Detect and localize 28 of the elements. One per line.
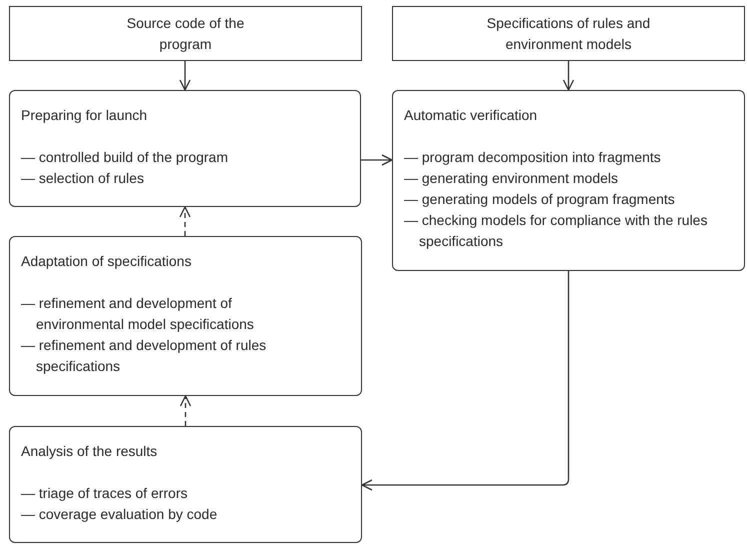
bullet-item: — controlled build of the program <box>21 148 229 167</box>
stage-title: Adaptation of specifications <box>21 252 192 271</box>
bullet-item: — coverage evaluation by code <box>21 505 218 524</box>
bullet-item: — refinement and development of environmental model specifications <box>21 294 255 334</box>
stage-title: Preparing for launch <box>21 106 148 125</box>
box-label: Source code of the program <box>126 14 246 54</box>
arrow <box>361 271 570 491</box>
stage-box <box>9 90 361 207</box>
stage-box <box>392 90 745 271</box>
stage-box <box>9 236 362 396</box>
stage-title: Analysis of the results <box>21 442 158 461</box>
bullet-item: — selection of rules <box>21 169 145 188</box>
input-box <box>392 6 745 61</box>
arrow <box>361 154 393 166</box>
bullet-item: — program decomposition into fragments <box>404 148 662 167</box>
stage-box <box>9 426 362 543</box>
bullet-item: — checking models for compliance with the rules specifications <box>404 211 708 251</box>
arrow <box>562 61 574 91</box>
input-box <box>9 6 362 61</box>
arrow <box>179 61 191 91</box>
dashed-arrow <box>180 395 192 426</box>
bullet-item: — generating models of program fragments <box>404 190 676 209</box>
box-label: Specifications of rules and environment models <box>486 14 652 54</box>
bullet-item: — refinement and development of rules specifications <box>21 336 268 376</box>
bullet-item: — triage of traces of errors <box>21 484 189 503</box>
stage-title: Automatic verification <box>404 106 538 125</box>
bullet-item: — generating environment models <box>404 169 620 188</box>
dashed-arrow <box>179 206 191 236</box>
